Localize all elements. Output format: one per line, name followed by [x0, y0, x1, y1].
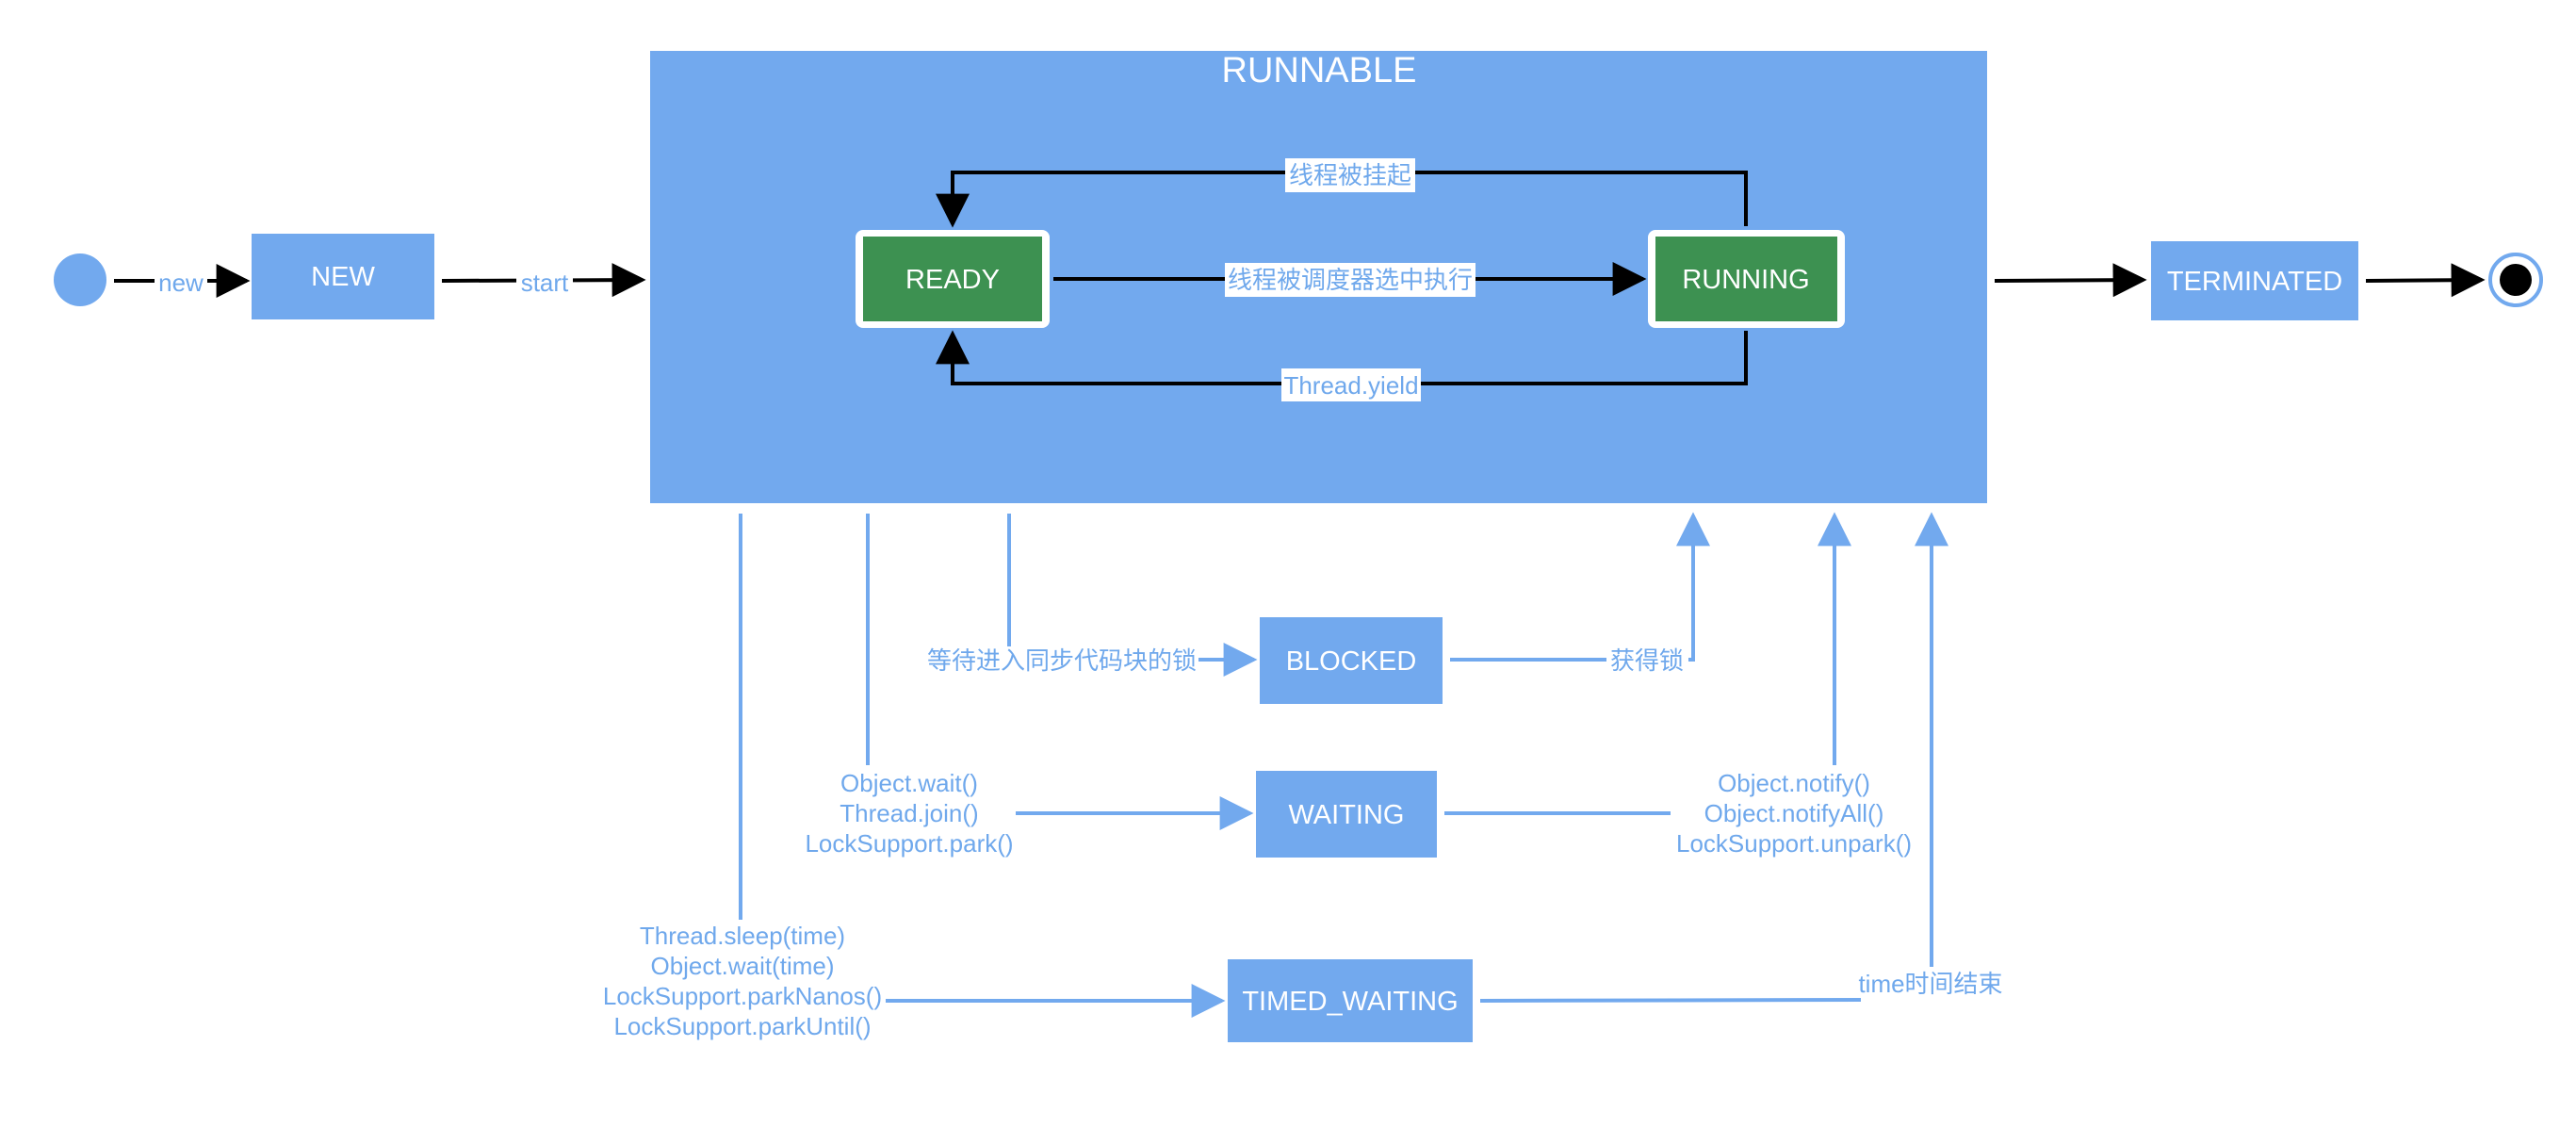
edge-blocked-runnable	[1676, 512, 1710, 662]
edge-label-wait-sync-lock: 等待进入同步代码块的锁	[927, 646, 1197, 675]
edge-label-to-timed-waiting-2: Object.wait(time)	[650, 952, 834, 980]
edge-label-new: new	[158, 269, 204, 297]
edge-label-to-timed-waiting-1: Thread.sleep(time)	[640, 922, 845, 950]
edge-label-to-waiting-3: LockSupport.park()	[805, 829, 1013, 858]
state-runnable-label: RUNNABLE	[1222, 51, 1417, 90]
state-new: NEW	[252, 234, 434, 319]
state-new-label: NEW	[311, 262, 375, 292]
edge-label-start: start	[521, 269, 569, 297]
state-timed-waiting: TIMED_WAITING	[1228, 959, 1473, 1042]
edge-label-to-timed-waiting-3: LockSupport.parkNanos()	[603, 982, 882, 1010]
state-ready: READY	[856, 230, 1050, 328]
edge-label-scheduled: 线程被调度器选中执行	[1228, 266, 1473, 294]
state-running-label: RUNNING	[1682, 265, 1809, 295]
final-node	[2488, 253, 2543, 307]
edge-timed-waiting-runnable-h	[1479, 998, 1862, 1003]
state-ready-label: READY	[905, 265, 1000, 295]
state-waiting: WAITING	[1256, 771, 1437, 858]
edge-label-to-waiting-1: Object.wait()	[840, 769, 978, 797]
edge-label-from-waiting-2: Object.notifyAll()	[1704, 799, 1884, 827]
state-timed-waiting-label: TIMED_WAITING	[1242, 987, 1458, 1017]
edge-label-suspended: 线程被挂起	[1289, 161, 1411, 189]
state-blocked: BLOCKED	[1260, 617, 1443, 704]
edge-label-time-end: time时间结束	[1858, 970, 2002, 998]
state-blocked-label: BLOCKED	[1286, 646, 1417, 677]
state-terminated-label: TERMINATED	[2167, 267, 2342, 297]
edge-runnable-terminated	[1994, 263, 2147, 298]
edge-label-yield: Thread.yield	[1283, 371, 1418, 400]
state-waiting-label: WAITING	[1289, 800, 1405, 830]
edge-label-from-waiting-3: LockSupport.unpark()	[1676, 829, 1912, 858]
edge-terminated-final	[2365, 263, 2486, 298]
edge-label-to-timed-waiting-4: LockSupport.parkUntil()	[613, 1012, 871, 1040]
state-terminated: TERMINATED	[2151, 241, 2358, 320]
initial-node	[54, 253, 106, 306]
edge-label-from-waiting-1: Object.notify()	[1718, 769, 1870, 797]
state-running: RUNNING	[1648, 230, 1845, 328]
edge-label-to-waiting-2: Thread.join()	[840, 799, 978, 827]
edge-label-got-lock: 获得锁	[1610, 646, 1684, 675]
